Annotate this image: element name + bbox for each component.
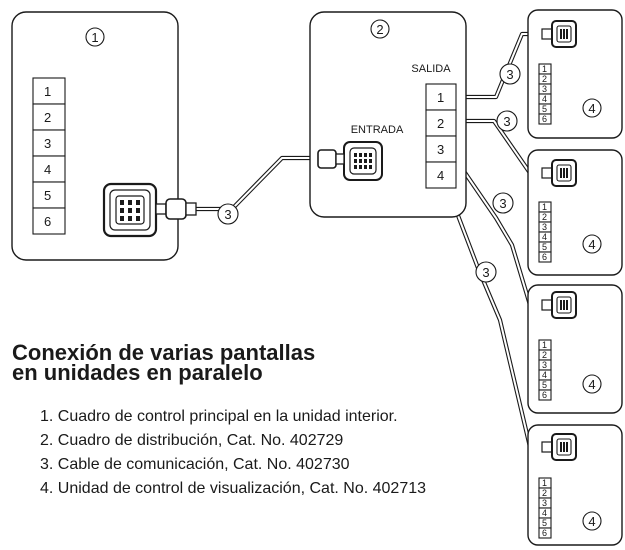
output-terminal-label: 1 — [437, 90, 444, 105]
main-control-board: 1 1 2 3 4 5 6 — [11, 11, 197, 261]
component-tag-1 — [85, 27, 105, 47]
display-terminal-label: 5 — [542, 380, 547, 390]
component-tag-4 — [582, 374, 602, 394]
cable-tag-3-label: 3 — [506, 67, 513, 82]
cable-tag-3-label: 3 — [503, 114, 510, 129]
diagram-title-line-1: Conexión de varias pantallas — [12, 340, 316, 365]
component-tag-4 — [582, 234, 602, 254]
legend-list: 1. Cuadro de control principal en la uni… — [40, 405, 426, 501]
display-terminal-label: 3 — [542, 222, 547, 232]
display-terminal-label: 4 — [542, 370, 547, 380]
display-terminal-label: 2 — [542, 212, 547, 222]
diagram-title: Conexión de varias pantallas en unidades… — [12, 340, 316, 385]
component-tag-1-label: 1 — [91, 30, 98, 45]
component-tag-4 — [582, 511, 602, 531]
main-board-terminal-block: 1 2 3 4 5 6 — [32, 77, 66, 235]
display-terminal-label: 1 — [542, 340, 547, 350]
display-unit: 1 2 3 4 5 6 4 — [527, 424, 623, 546]
main-board-terminal-label: 5 — [44, 188, 51, 203]
cable-tag-3 — [496, 110, 518, 132]
display-terminal-label: 5 — [542, 518, 547, 528]
display-unit: 1 2 3 4 5 6 4 — [527, 149, 623, 276]
input-label: ENTRADA — [351, 124, 404, 136]
main-board-terminal-label: 6 — [44, 214, 51, 229]
output-terminal-label: 3 — [437, 142, 444, 157]
component-tag-4-label: 4 — [588, 377, 595, 392]
cable-tag-3-label: 3 — [499, 196, 506, 211]
component-tag-4-label: 4 — [588, 101, 595, 116]
output-label: SALIDA — [411, 63, 451, 75]
display-unit: 1 2 3 4 5 6 4 — [527, 284, 623, 414]
display-terminal-label: 4 — [542, 508, 547, 518]
display-terminal-label: 2 — [542, 488, 547, 498]
display-terminal-block: 1 2 3 4 5 6 — [538, 63, 552, 125]
display-terminal-label: 4 — [542, 94, 547, 104]
component-tag-4-label: 4 — [588, 237, 595, 252]
main-board-terminal-label: 4 — [44, 162, 51, 177]
display-terminal-label: 6 — [542, 114, 547, 124]
output-terminal — [425, 161, 457, 189]
output-terminal-label: 4 — [437, 168, 444, 183]
output-terminal-label: 2 — [437, 116, 444, 131]
display-terminal-label: 4 — [542, 232, 547, 242]
display-terminal-label: 3 — [542, 360, 547, 370]
component-tag-2-label: 2 — [376, 22, 383, 37]
display-terminal-block: 1 2 3 4 5 6 — [538, 339, 552, 401]
display-terminal-label: 3 — [542, 84, 547, 94]
diagram-title-line-2: en unidades en paralelo — [12, 360, 263, 385]
legend-item: 2. Cuadro de distribución, Cat. No. 4027… — [40, 432, 344, 449]
cable-tag-3 — [217, 203, 239, 225]
display-terminal-label: 2 — [542, 350, 547, 360]
cable-tag-3 — [492, 192, 514, 214]
main-board-terminal — [32, 77, 66, 105]
main-board-terminal — [32, 103, 66, 131]
display-terminal-label: 1 — [542, 202, 547, 212]
main-board-terminal-label: 1 — [44, 84, 51, 99]
display-terminal-label: 1 — [542, 64, 547, 74]
component-tag-2 — [370, 19, 390, 39]
display-terminal-label: 5 — [542, 104, 547, 114]
display-terminal-label: 3 — [542, 498, 547, 508]
output-terminal — [425, 83, 457, 111]
cable-tag-3-label: 3 — [224, 207, 231, 222]
output-terminal — [425, 109, 457, 137]
main-board-terminal — [32, 207, 66, 235]
component-tag-4 — [582, 98, 602, 118]
distribution-box: 2 SALIDA ENTRADA 1 2 3 4 — [309, 11, 467, 218]
display-terminal-label: 5 — [542, 242, 547, 252]
legend-item: 1. Cuadro de control principal en la uni… — [40, 408, 398, 425]
distributor-output-block: 1 2 3 4 — [425, 83, 457, 189]
main-board-terminal — [32, 155, 66, 183]
legend-item: 4. Unidad de control de visualización, C… — [40, 480, 427, 497]
main-board-terminal-label: 2 — [44, 110, 51, 125]
output-terminal — [425, 135, 457, 163]
cable-tag-3 — [499, 63, 521, 85]
main-board-socket — [102, 182, 158, 238]
component-tag-4-label: 4 — [588, 514, 595, 529]
display-terminal-label: 6 — [542, 252, 547, 262]
main-board-terminal — [32, 181, 66, 209]
cable-tag-3 — [475, 261, 497, 283]
display-terminal-label: 6 — [542, 390, 547, 400]
distributor-input-plug — [317, 149, 345, 169]
display-unit: 1 2 3 4 5 6 4 — [527, 9, 623, 139]
legend-item: 3. Cable de comunicación, Cat. No. 40273… — [40, 456, 350, 473]
main-board-plug — [155, 198, 197, 220]
distributor-input-socket — [343, 141, 383, 181]
main-board-terminal — [32, 129, 66, 157]
cable-tag-3-label: 3 — [482, 265, 489, 280]
display-terminal-label: 1 — [542, 478, 547, 488]
display-terminal-block: 1 2 3 4 5 6 — [538, 477, 552, 539]
main-board-terminal-label: 3 — [44, 136, 51, 151]
display-terminal-label: 2 — [542, 74, 547, 84]
display-terminal-block: 1 2 3 4 5 6 — [538, 201, 552, 263]
display-terminal-label: 6 — [542, 528, 547, 538]
